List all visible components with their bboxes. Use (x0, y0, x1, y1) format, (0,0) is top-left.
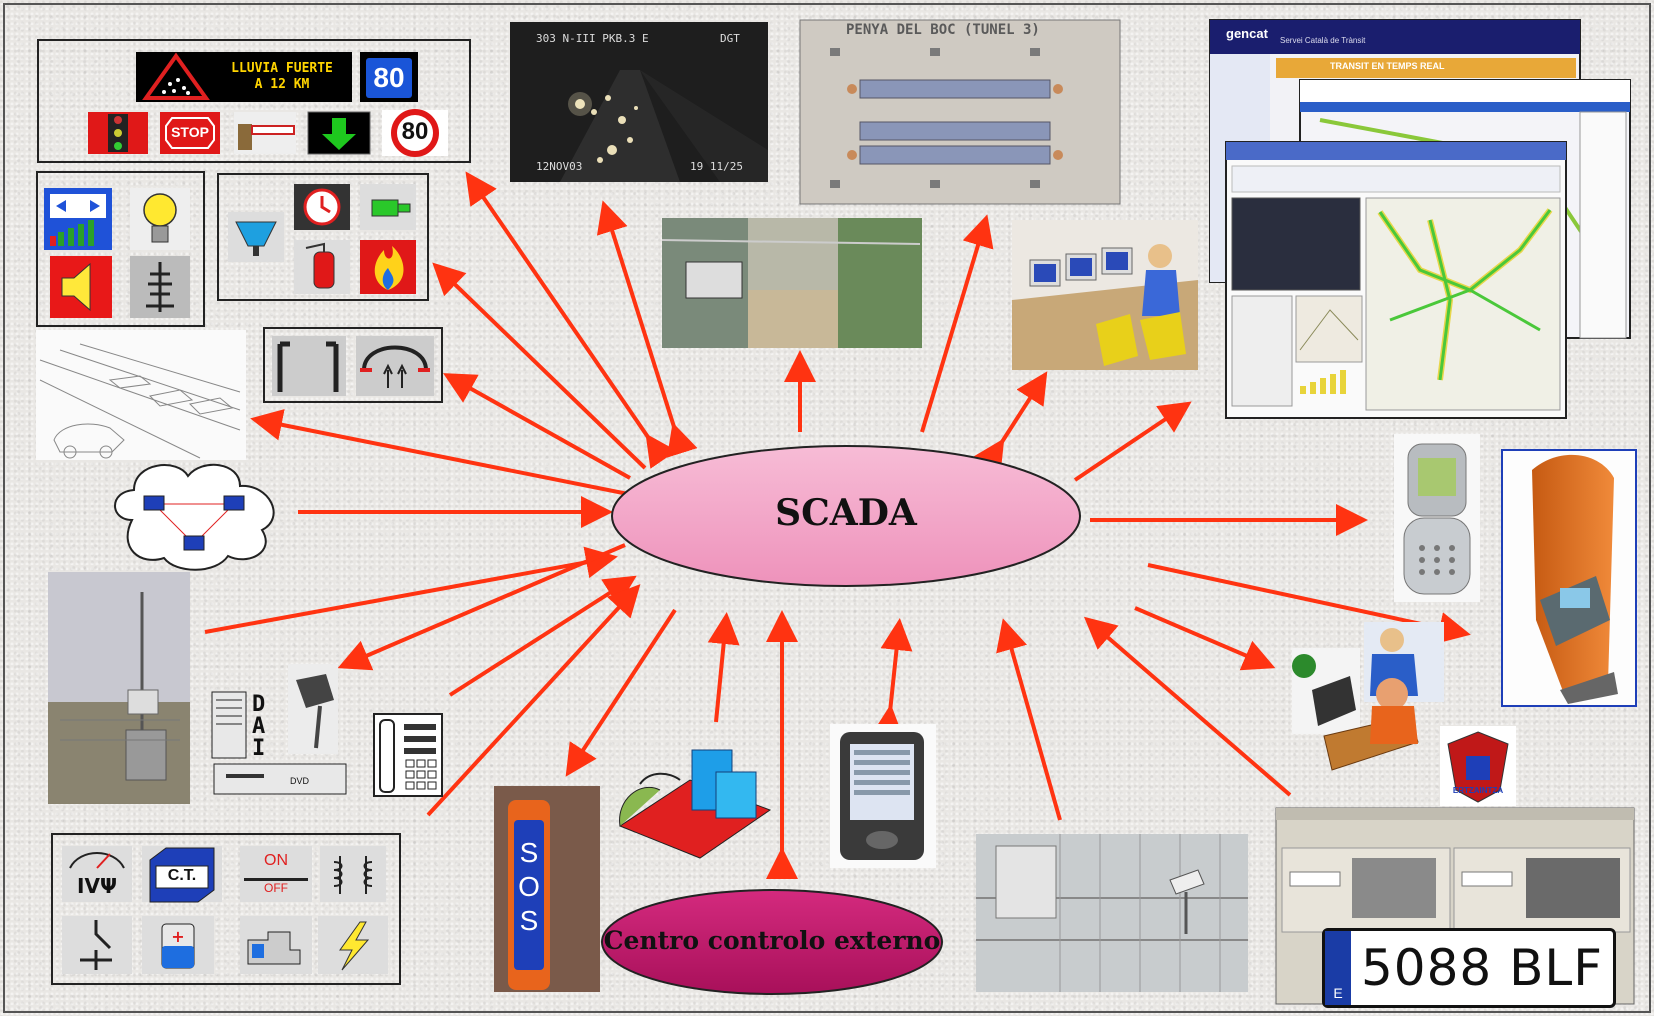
gencat-banner: TRANSIT EN TEMPS REAL (1330, 61, 1445, 71)
plate-number: 5088 BLF (1360, 939, 1604, 997)
ertzaintza-text: ERTZAINTZA (1452, 786, 1504, 795)
warning-triangle-icon (142, 52, 210, 100)
network-cloud-icon (114, 463, 275, 571)
energy-icons-frame (51, 833, 401, 985)
tunnel-closure-icon (356, 336, 434, 396)
arrow-vms-panel (465, 171, 677, 469)
arrow-phone (448, 575, 637, 697)
arrow-gis (707, 612, 740, 723)
external-center-ellipse (601, 889, 943, 995)
connection-arrows (204, 171, 1471, 879)
lighting-icons-frame (36, 171, 205, 327)
stop-sign-text: STOP (171, 124, 209, 140)
arrow-cctv (996, 618, 1062, 821)
arrow-plate-reader (1083, 616, 1292, 797)
external-center-label: Centro controlo externo (603, 926, 941, 955)
camera-source-text: DGT (720, 32, 740, 45)
network-nodes-icon (143, 495, 245, 551)
arrow-weather-station (204, 546, 618, 634)
speed-limit-text: 80 (401, 118, 429, 145)
vms-line-2: A 12 KM (254, 77, 310, 92)
safety-icons-frame (217, 173, 429, 301)
speed-limit-sign-icon (391, 109, 439, 157)
arrow-traffic-camera (596, 200, 698, 458)
speed-panel-blue (366, 58, 412, 98)
camera-id-text: 303 N-III PKB.3 E (536, 32, 649, 45)
dai-label: DAI (252, 692, 266, 761)
camera-time-text: 19 11/25 (690, 160, 743, 173)
camera-date-text: 12NOV03 (536, 160, 583, 173)
arrow-energy-icons (426, 584, 641, 817)
coil-transformer-icon (320, 846, 386, 902)
vms-line-1: LLUVIA FUERTE (231, 61, 333, 76)
arrow-sos-post (565, 608, 677, 777)
svg-text:+: + (171, 927, 184, 946)
gencat-brand: gencat (1226, 26, 1268, 41)
arrow-kiosk (1147, 563, 1471, 644)
on-off-switch-icon (240, 846, 312, 902)
server-icon (211, 691, 247, 759)
plate-country-code: E (1325, 931, 1351, 1005)
arrow-gate-icons (443, 373, 631, 480)
gate-icons-frame (263, 327, 443, 403)
scada-ellipse (611, 445, 1081, 587)
switch-off-label: OFF (244, 878, 308, 895)
dvd-recorder-icon (213, 763, 347, 795)
arrow-tunnel-panel (920, 214, 994, 433)
arrow-safety-icons (432, 262, 647, 470)
meter-icon (62, 846, 132, 902)
sos-label: SOS (518, 837, 540, 936)
rain-drops-icon (162, 78, 190, 95)
ct-label: C.T. (167, 867, 197, 884)
scada-label: SCADA (775, 492, 917, 534)
vms-box-frame (37, 39, 471, 163)
meter-label: IVΨ (77, 874, 117, 898)
arrow-web (1073, 401, 1192, 482)
license-plate: E 5088 BLF (1322, 928, 1616, 1008)
arrow-recorder (337, 543, 626, 671)
arrow-road-sensors (250, 409, 659, 502)
vms-message-panel: LLUVIA FUERTE A 12 KM (212, 52, 352, 102)
gencat-subtitle: Servei Català de Trànsit (1280, 36, 1366, 45)
dvd-label: DVD (290, 776, 310, 786)
switch-on-label: ON (264, 852, 288, 869)
tunnel-panel-image (799, 19, 1121, 205)
vms-speed-value: 80 (373, 62, 405, 93)
arrow-pda (871, 618, 913, 738)
arrow-emergency-services (1134, 606, 1276, 671)
arrow-control-room (973, 371, 1048, 474)
tunnel-panel-title: PENYA DEL BOC (TUNEL 3) (846, 22, 1040, 38)
